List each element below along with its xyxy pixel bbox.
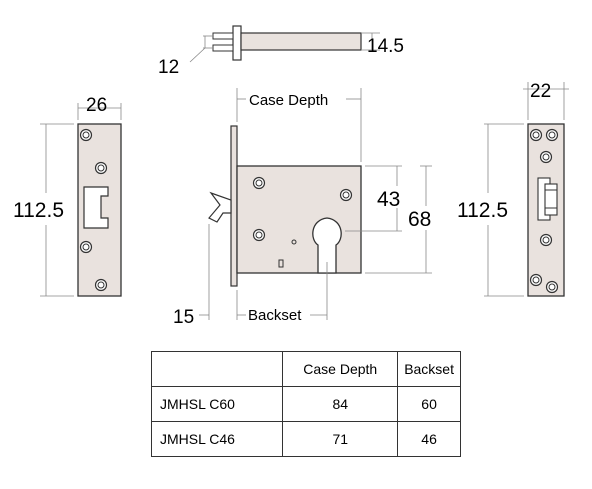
backset-label: Backset (248, 307, 302, 324)
cell-case-depth: 84 (282, 386, 399, 422)
cell-model: JMHSL C46 (150, 421, 284, 457)
lock-technical-drawing: 14.5 12 26 112.5 (13, 25, 569, 328)
table-header-row: Case Depth Backset (150, 351, 461, 387)
strike-height-label: 112.5 (13, 199, 64, 222)
cell-backset: 60 (397, 386, 461, 422)
cell-case-depth: 71 (282, 421, 399, 457)
table-row: JMHSL C46 71 46 (150, 421, 461, 457)
case-depth-label: Case Depth (249, 92, 328, 109)
height-43-label: 43 (377, 188, 400, 211)
faceplate-width-label: 22 (530, 81, 551, 102)
cell-model: JMHSL C60 (150, 386, 284, 422)
faceplate (484, 82, 569, 297)
bolt-top-view (189, 25, 380, 63)
header-backset: Backset (397, 351, 461, 387)
strike-width-label: 26 (86, 95, 107, 116)
lock-body (199, 88, 432, 320)
header-case-depth: Case Depth (282, 351, 399, 387)
table-row: JMHSL C60 84 60 (150, 386, 461, 422)
strike-plate (40, 103, 122, 297)
height-68-label: 68 (408, 208, 431, 231)
spec-table: Case Depth Backset JMHSL C60 84 60 JMHSL… (150, 351, 461, 457)
faceplate-offset-label: 15 (173, 307, 194, 328)
faceplate-height-label: 112.5 (457, 199, 508, 222)
cell-backset: 46 (397, 421, 461, 457)
header-model (150, 351, 284, 387)
bolt-length-label: 14.5 (367, 36, 404, 57)
bolt-offset-label: 12 (158, 57, 179, 78)
